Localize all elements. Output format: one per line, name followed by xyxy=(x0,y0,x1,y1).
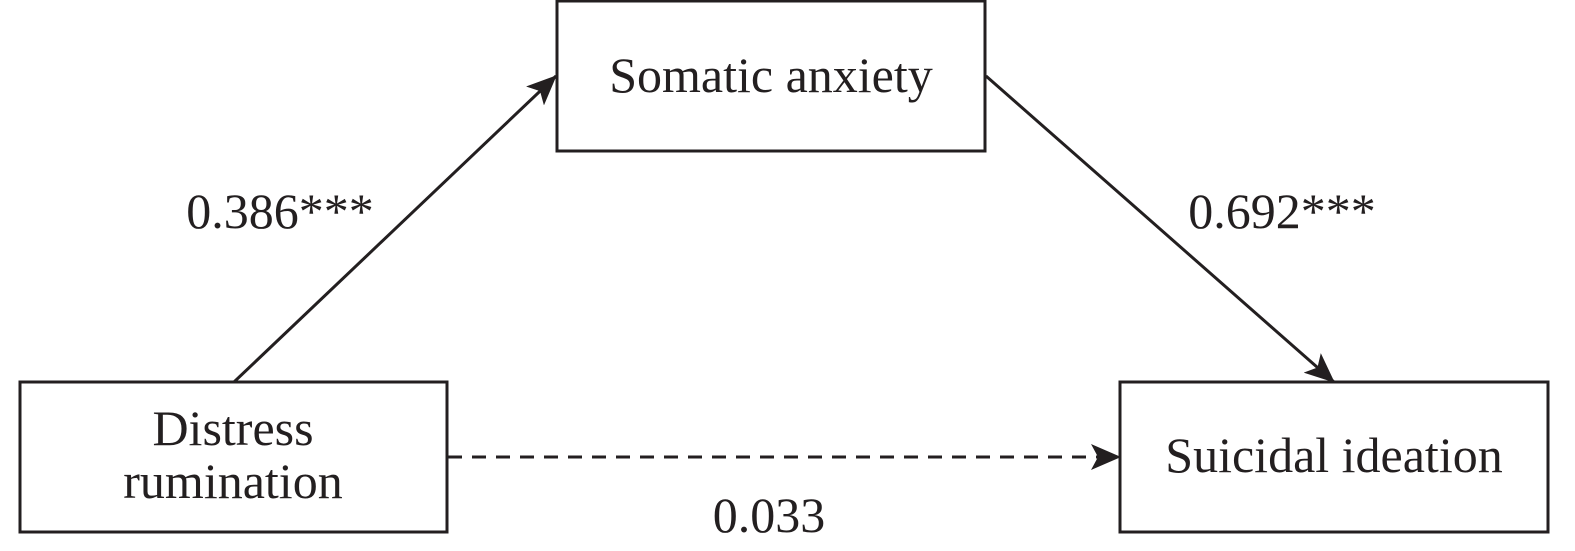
outcome-label: Suicidal ideation xyxy=(1165,427,1502,483)
path-b-arrow xyxy=(985,74,1335,384)
mediator-node: Somatic anxiety xyxy=(555,0,987,153)
path-a-coefficient: 0.386*** xyxy=(186,183,374,239)
predictor-node: Distress rumination xyxy=(18,380,449,534)
outcome-box xyxy=(1118,380,1550,534)
mediator-box xyxy=(555,0,987,153)
path-b-coefficient: 0.692*** xyxy=(1188,183,1376,239)
outcome-node: Suicidal ideation xyxy=(1118,380,1550,534)
predictor-box xyxy=(18,380,449,534)
predictor-label-line1: Distress xyxy=(152,400,313,456)
mediator-label: Somatic anxiety xyxy=(609,47,933,103)
path-c-prime-coefficient: 0.033 xyxy=(713,487,826,543)
predictor-label-line2: rumination xyxy=(123,453,342,509)
path-a-arrow xyxy=(232,74,558,384)
